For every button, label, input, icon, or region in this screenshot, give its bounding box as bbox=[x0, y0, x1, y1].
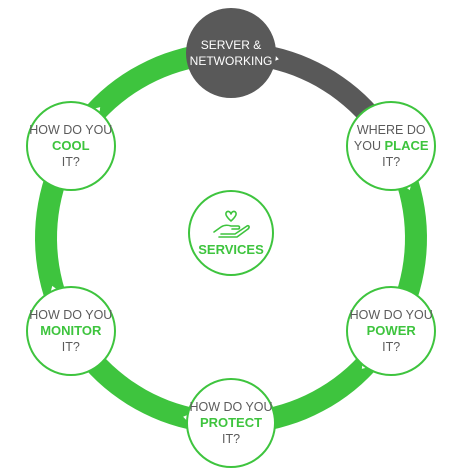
node-protect-line-1: PROTECT bbox=[199, 415, 263, 430]
node-cool-line-2: IT? bbox=[61, 154, 80, 169]
node-power-line-2: IT? bbox=[382, 339, 401, 354]
cycle-node-server-networking: SERVER & NETWORKING bbox=[186, 8, 276, 98]
node-place-line-0: WHERE DO bbox=[356, 122, 426, 137]
node-server-networking-line-1: NETWORKING bbox=[189, 54, 273, 68]
node-monitor-line-0: HOW DO YOU bbox=[29, 307, 113, 322]
node-place-line-2: IT? bbox=[382, 154, 401, 169]
node-place-line-1: YOU PLACE bbox=[353, 137, 429, 153]
node-power-line-1: POWER bbox=[366, 322, 416, 338]
node-power-line-0: HOW DO YOU bbox=[349, 307, 433, 322]
node-protect-line-0: HOW DO YOU bbox=[189, 400, 273, 414]
node-server-networking-line-0: SERVER & bbox=[200, 38, 262, 52]
node-monitor-line-1: MONITOR bbox=[40, 322, 102, 338]
node-protect-line-2: IT? bbox=[221, 432, 241, 446]
hand-heart-icon bbox=[213, 210, 250, 238]
node-cool-line-0: HOW DO YOU bbox=[29, 122, 113, 137]
node-place-highlight: PLACE bbox=[384, 137, 429, 153]
services-label: SERVICES bbox=[198, 241, 264, 257]
services-center-node: SERVICES bbox=[188, 190, 274, 276]
node-monitor-line-2: IT? bbox=[61, 339, 80, 354]
node-cool-line-1: COOL bbox=[52, 137, 90, 153]
